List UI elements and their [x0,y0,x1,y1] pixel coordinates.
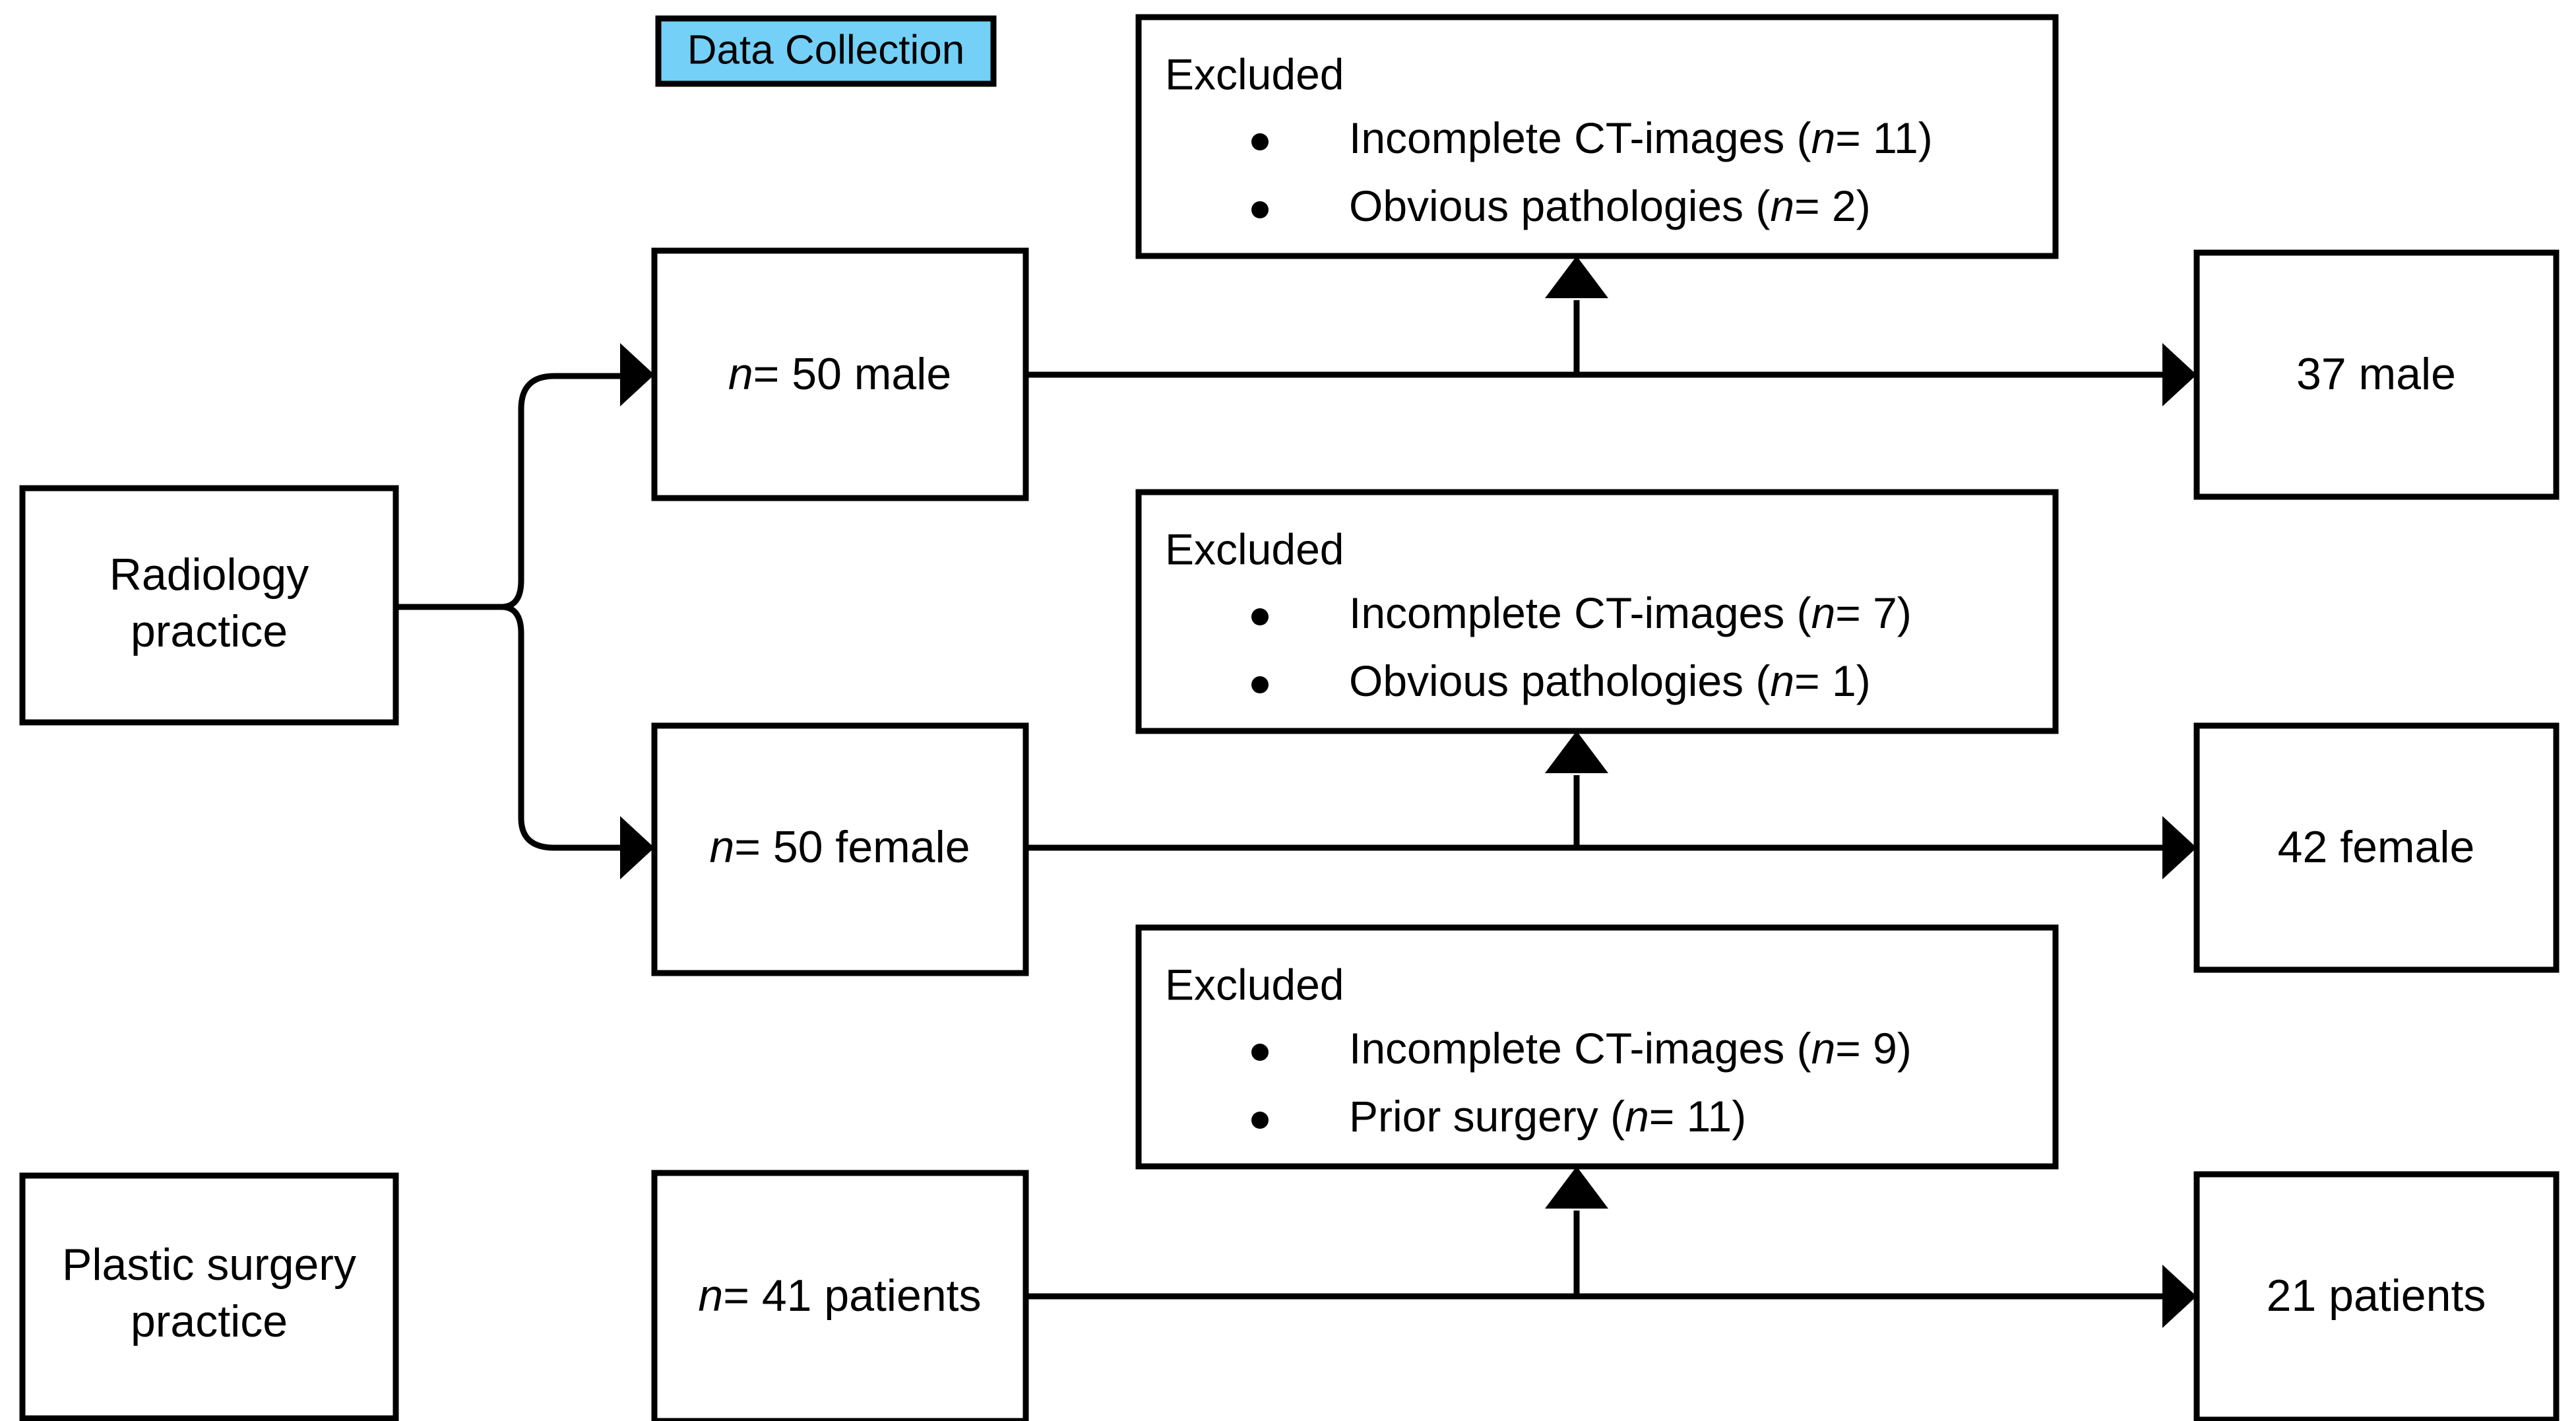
edge-female-to-result [1026,816,2197,879]
edge-male-to-result [1026,343,2197,406]
arrowhead-excluded-patients [1545,1166,1608,1209]
cohort-female-n-symbol: n [709,822,734,872]
node-cohort-male[interactable]: n= 50 male [651,247,1029,501]
plastic-surgery-practice-line2: practice [131,1296,288,1346]
excluded-male-heading: Excluded [1165,49,1344,98]
node-cohort-female[interactable]: n= 50 female [651,722,1029,976]
arrowhead-result-male [2162,343,2197,406]
result-patients-label: 21 patients [2267,1271,2486,1321]
edge-exclusion-patients [1545,1166,1608,1296]
cohort-patients-n-symbol: n [698,1271,723,1321]
radiology-practice-line2: practice [131,606,288,656]
excluded-female-heading: Excluded [1165,524,1344,573]
radiology-practice-box [19,485,399,726]
arrowhead-to-male [620,343,654,406]
cohort-male-label: n= 50 male [728,349,951,399]
bullet-icon [1251,1112,1269,1129]
data-collection-box-fill [655,15,997,87]
edge-exclusion-male [1545,256,1608,375]
plastic-surgery-practice-box [19,1172,399,1421]
cohort-female-box [651,722,1029,976]
result-male-label: 37 male [2296,349,2456,399]
node-radiology-practice[interactable]: Radiology practice [19,485,399,726]
cohort-male-value: = 50 male [753,349,952,399]
excluded-patients-item-2: Prior surgery (n= 11) [1349,1092,1746,1141]
excluded-patients-heading: Excluded [1165,960,1344,1009]
bullet-icon [1251,201,1269,218]
radiology-practice-line1: Radiology [110,550,309,600]
node-result-male[interactable]: 37 male [2193,249,2560,500]
arrowhead-result-female [2162,816,2197,879]
edge-exclusion-female [1545,731,1608,848]
arrowhead-result-patients [2162,1265,2197,1328]
data-collection-legend[interactable]: Data Collection [655,15,997,87]
excluded-patients-item-1: Incomplete CT-images (n= 9) [1349,1024,1912,1073]
excluded-female-item-1: Incomplete CT-images (n= 7) [1349,588,1912,637]
result-female-label: 42 female [2278,822,2475,872]
result-female-box [2193,722,2560,973]
result-male-box [2193,249,2560,500]
cohort-patients-value: = 41 patients [723,1271,981,1321]
bullet-icon [1251,676,1269,693]
excluded-male-item-2: Obvious pathologies (n= 2) [1349,181,1871,230]
arrowhead-excluded-female [1545,731,1608,773]
node-result-patients[interactable]: 21 patients [2193,1171,2560,1421]
result-patients-box [2193,1171,2560,1421]
cohort-male-n-symbol: n [728,349,753,399]
excluded-male-item-1: Incomplete CT-images (n= 11) [1349,113,1933,162]
bullet-icon [1251,608,1269,625]
edge-radiology-split [396,343,654,879]
node-result-female[interactable]: 42 female [2193,722,2560,973]
cohort-patients-box [651,1170,1029,1421]
bullet-icon [1251,133,1269,150]
excluded-male-box [1135,14,2059,259]
excluded-patients-box [1135,924,2059,1170]
excluded-female-box [1135,489,2059,734]
data-collection-label: Data Collection [687,27,964,73]
edge-patients-to-result [1026,1265,2197,1328]
cohort-female-label: n= 50 female [709,822,970,872]
cohort-male-box [651,247,1029,501]
node-plastic-surgery-practice[interactable]: Plastic surgery practice [19,1172,399,1421]
bullet-icon [1251,1044,1269,1061]
excluded-female-item-2: Obvious pathologies (n= 1) [1349,656,1871,705]
arrowhead-to-female [620,816,654,879]
cohort-patients-label: n= 41 patients [698,1271,981,1321]
cohort-female-value: = 50 female [734,822,970,872]
node-cohort-patients[interactable]: n= 41 patients [651,1170,1029,1421]
node-excluded-female[interactable]: Excluded Incomplete CT-images (n= 7) Obv… [1135,489,2059,734]
node-excluded-patients[interactable]: Excluded Incomplete CT-images (n= 9) Pri… [1135,924,2059,1170]
plastic-surgery-practice-line1: Plastic surgery [62,1240,356,1290]
node-excluded-male[interactable]: Excluded Incomplete CT-images (n= 11) Ob… [1135,14,2059,259]
arrowhead-excluded-male [1545,256,1608,298]
